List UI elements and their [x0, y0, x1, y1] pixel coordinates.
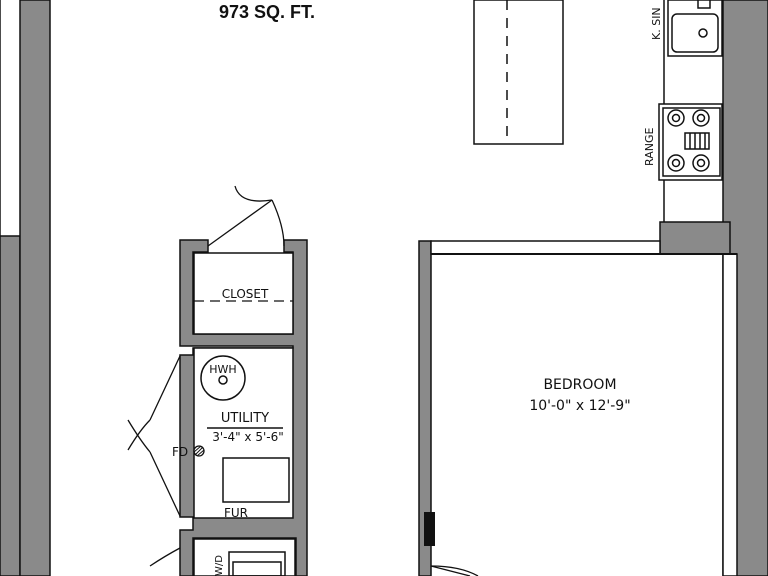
wall-bedroom-top	[430, 240, 661, 255]
utility-label: UTILITY	[221, 411, 269, 426]
closet-label: CLOSET	[222, 287, 269, 301]
kitchen-island	[473, 0, 564, 145]
bedroom-label: BEDROOM	[543, 377, 616, 393]
area-label: 973 SQ. FT.	[219, 2, 315, 22]
closet-room	[193, 252, 294, 335]
utility-dims: 3'-4" x 5'-6"	[212, 430, 284, 444]
wall-far-left	[0, 0, 21, 576]
wall-bedroom-left	[418, 240, 432, 576]
hwh-label: HWH	[209, 363, 236, 376]
closet-door	[207, 199, 273, 247]
range-label: RANGE	[643, 128, 656, 166]
bedroom-dims: 10'-0" x 12'-9"	[529, 398, 630, 414]
utility-room	[193, 347, 294, 519]
doors	[127, 185, 479, 576]
wd-room	[193, 538, 296, 576]
wall-left	[19, 0, 51, 576]
fd-label: FD	[172, 445, 188, 459]
wd-label: W/D	[214, 555, 225, 576]
fur-label: FUR	[224, 506, 248, 520]
kitchen-sink-label: K. SIN	[650, 7, 663, 40]
utility-door	[149, 355, 181, 517]
hwh-circle	[200, 355, 246, 401]
bedroom-door	[430, 565, 479, 576]
floor-drain-icon	[193, 445, 205, 457]
wd-door	[149, 547, 181, 567]
wall-bedroom-right-stub	[722, 253, 738, 576]
furnace	[222, 457, 290, 503]
wall-kitchen-partition	[659, 221, 731, 255]
bedroom-door-jamb	[424, 512, 435, 546]
kitchen	[658, 0, 723, 222]
washer-dryer	[228, 551, 286, 576]
